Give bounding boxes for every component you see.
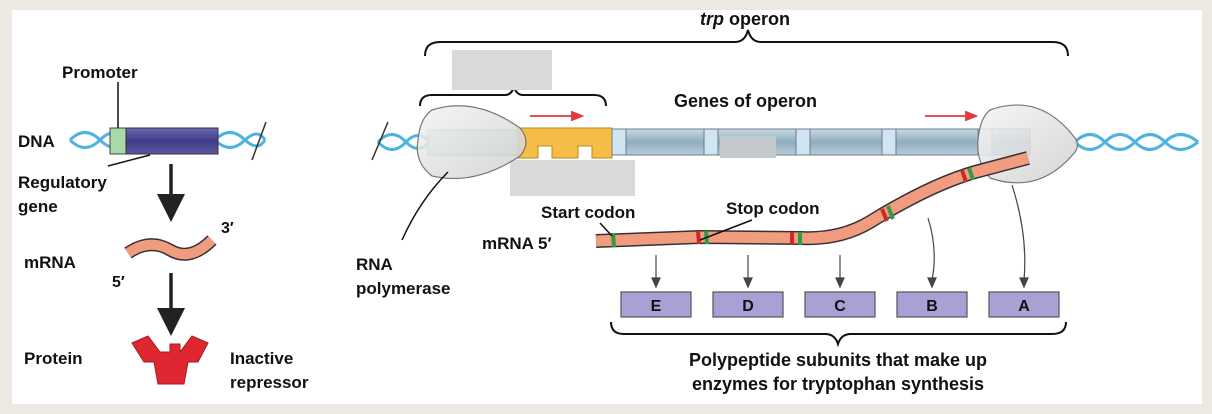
subunit-d: D [712,291,784,318]
rna-polymerase-label: RNA [356,255,393,274]
start-codon-pointer [599,222,613,237]
inactive-repressor-label-2: repressor [230,373,309,392]
regulatory-gene-box [125,127,219,155]
hidden-label-box [452,50,552,90]
regulatory-gene-label-2: gene [18,197,58,216]
transcription-direction-arrows [530,110,979,122]
operator-segment [517,127,613,159]
hidden-label-box [510,160,635,196]
codon-markers [611,167,975,248]
operon-brace [424,29,1069,57]
subunit-a: A [988,291,1060,318]
svg-text:B: B [926,298,938,315]
subunit-e: E [620,291,692,318]
mrna-label: mRNA [24,253,76,272]
mrna-left-fill [125,236,216,260]
regulatory-pointer [107,154,151,167]
promoter-label: Promoter [62,63,138,82]
inactive-repressor-shape [131,335,209,385]
operon-title: trp operon [700,9,790,29]
gene-segments [611,128,1031,156]
svg-text:E: E [651,298,662,315]
stop-codon-label: Stop codon [726,199,819,218]
rna-polymerase-label-2: polymerase [356,279,451,298]
mrna-operon [595,152,1030,247]
inactive-repressor-label: Inactive [230,349,293,368]
rna-polymerase-pointer [401,171,449,241]
dna-end-left [251,121,267,161]
figure-frame [12,10,1202,404]
promoter-box [109,127,127,155]
subunits-caption-line2: enzymes for tryptophan synthesis [692,374,984,394]
rna-polymerase-left [416,105,527,179]
genes-of-operon-label: Genes of operon [674,91,817,111]
dna-end-operon-left [371,121,389,161]
three-prime-label: 3′ [221,220,234,237]
five-prime-label: 5′ [112,274,125,291]
subunit-b: B [896,291,968,318]
subunit-c: C [804,291,876,318]
regulatory-gene-label: Regulatory [18,173,107,192]
subunits-caption-line1: Polypeptide subunits that make up [689,350,987,370]
subunit-boxes: E D C B A [620,291,1060,318]
dna-helix-operon-right [1073,133,1199,151]
mrna-5-label: mRNA 5′ [482,234,552,253]
subunits-brace [610,321,1067,348]
svg-text:A: A [1018,298,1030,315]
svg-text:D: D [742,298,754,315]
protein-label: Protein [24,349,83,368]
stop-codon-pointer [699,219,753,241]
dna-label: DNA [18,132,55,151]
hidden-gene-label [720,136,776,158]
svg-text:C: C [834,298,846,315]
start-codon-label: Start codon [541,203,635,222]
translation-arrows [651,184,1029,289]
